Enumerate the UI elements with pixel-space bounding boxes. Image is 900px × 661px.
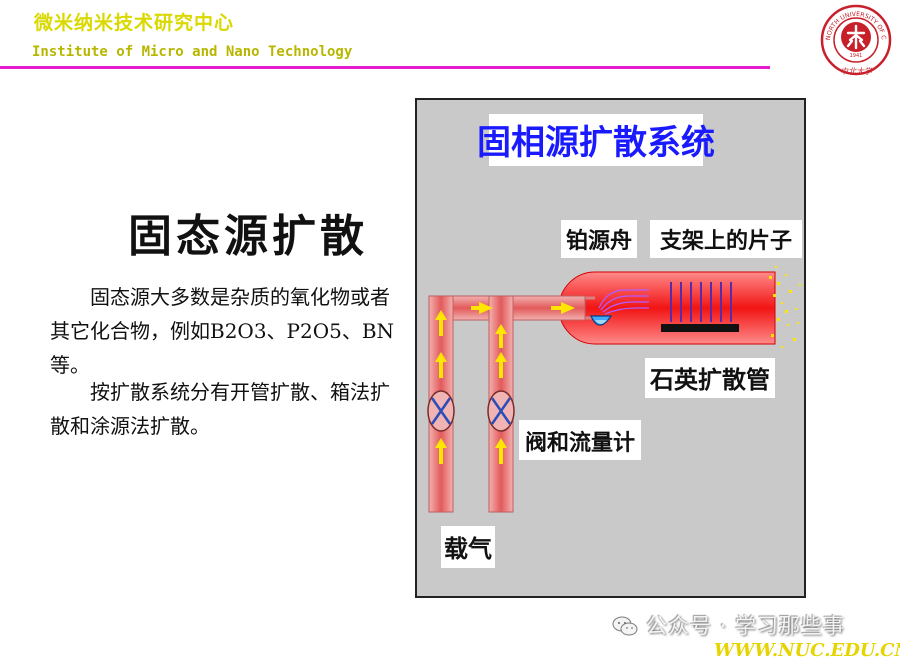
tube-label: 石英扩散管 [649,365,770,394]
flow-arrows [435,302,575,464]
boat-label-box [561,220,637,258]
source-fumes [598,289,649,315]
diagram-background [415,98,806,598]
valve-left-icon [427,390,455,432]
solid-source-diffusion-diagram: 固相源扩散系统 铂源舟 支架上的片子 [415,98,806,598]
tube-label-box [645,358,775,398]
footer-url: WWW.NUC.EDU.CN [714,640,900,661]
gas-label-box [441,526,495,568]
seal-year: 1941 [850,53,863,59]
boat-label: 铂源舟 [566,228,632,254]
university-seal-icon: NORTH UNIVERSITY OF CHINA 1941 中北大学 [820,2,892,76]
wechat-icon [612,616,638,636]
watermark-text: 公众号 · 学习那些事 [646,614,846,638]
carrier-gas-label: 载气 [444,534,492,563]
valve-label: 阀和流量计 [525,430,635,456]
header-divider [0,66,770,69]
seal-script: 中北大学 [840,67,873,76]
section-title: 固态源扩散 [128,211,368,262]
wafers-label: 支架上的片子 [660,228,792,254]
tube-exhaust [769,266,801,348]
paragraph-diffusion-systems: 按扩散系统分有开管扩散、箱法扩散和涂源法扩散。 [50,380,390,438]
valve-label-box [519,420,641,460]
quartz-tube [558,271,776,345]
valve-right-icon [487,390,515,432]
wafer-rack [670,282,732,322]
wafers-label-box [650,220,802,258]
paragraph-solid-source: 固态源大多数是杂质的氧化物或者其它化合物，例如B2O3、P2O5、BN等。 [50,285,395,377]
diagram-title-box [489,114,703,166]
diagram-title: 固相源扩散系统 [477,123,715,163]
institute-title-cn: 微米纳米技术研究中心 [34,12,235,34]
wafer-holder [661,324,739,332]
institute-title-en: Institute of Micro and Nano Technology [32,44,353,60]
